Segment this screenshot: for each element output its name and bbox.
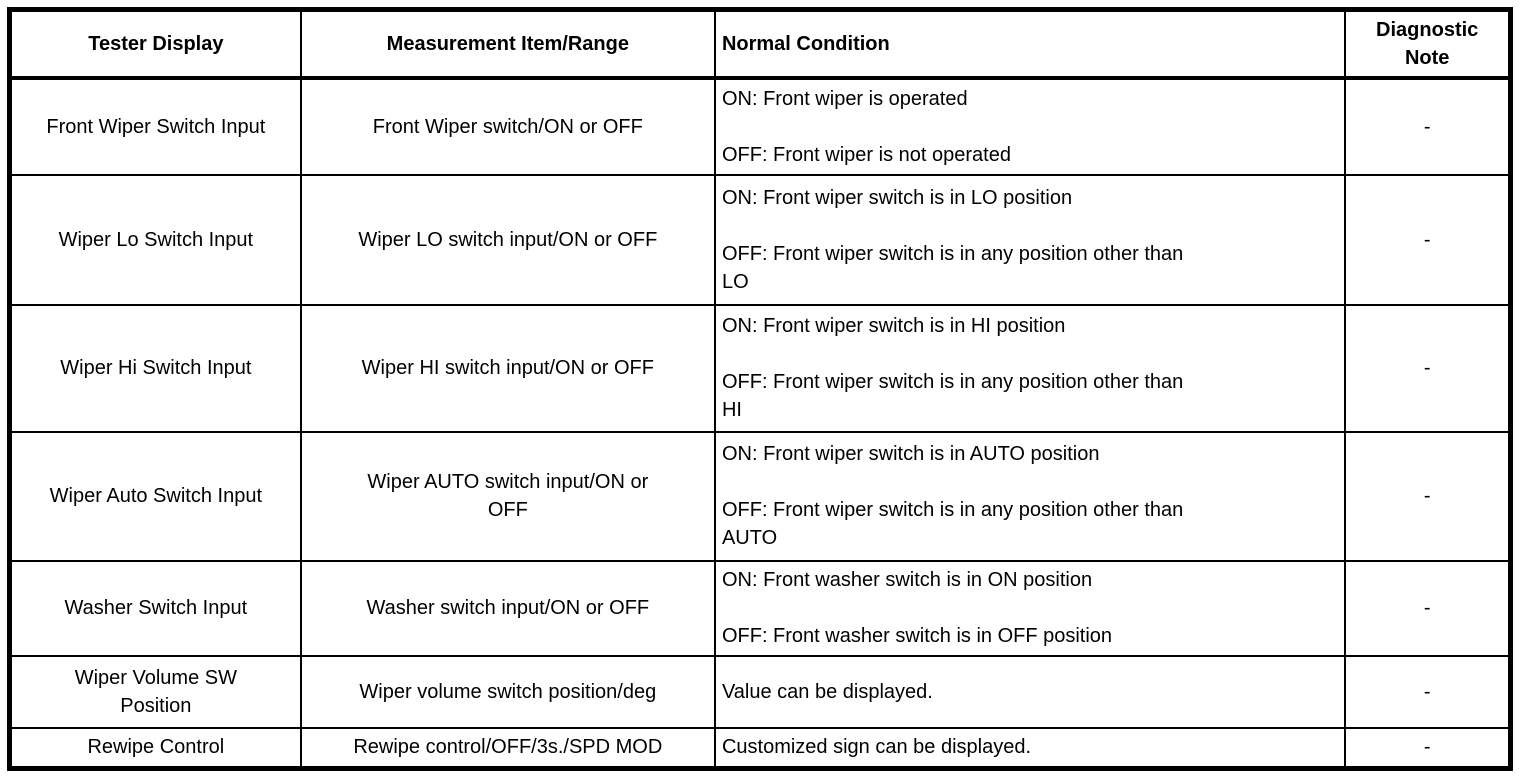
table-row-wiper-lo-switch-input: Wiper Lo Switch Input Wiper LO switch in… [8, 173, 1512, 306]
cell-diagnostic-note: - [1344, 303, 1512, 433]
cell-tester-display: Front Wiper Switch Input [8, 76, 302, 176]
table-row-rewipe-control: Rewipe Control Rewipe control/OFF/3s./SP… [8, 726, 1512, 770]
cell-tester-display: Washer Switch Input [8, 559, 302, 657]
col-header-diagnostic-note: Diagnostic Note [1344, 8, 1512, 80]
condition-line-on: ON: Front wiper switch is in LO position [721, 186, 1073, 209]
cell-tester-display: Wiper Volume SW Position [8, 654, 302, 729]
cell-normal-condition: ON: Front washer switch is in ON positio… [713, 559, 1347, 657]
cell-diagnostic-note: - [1344, 654, 1512, 729]
cell-tester-display: Wiper Lo Switch Input [8, 173, 302, 306]
table-row-wiper-volume-sw-position: Wiper Volume SW Position Wiper volume sw… [8, 654, 1512, 729]
cell-normal-condition: ON: Front wiper switch is in LO position… [713, 173, 1347, 306]
table-row-wiper-auto-switch-input: Wiper Auto Switch Input Wiper AUTO switc… [8, 430, 1512, 562]
col-header-tester-display: Tester Display [8, 8, 302, 80]
condition-line-off: OFF: Front wiper switch is in any positi… [721, 499, 1184, 549]
condition-line-on: ON: Front wiper is operated [721, 87, 968, 110]
cell-measurement: Wiper AUTO switch input/ON or OFF [299, 430, 716, 562]
condition-line-off: OFF: Front wiper is not operated [721, 143, 1011, 166]
condition-line-off: OFF: Front wiper switch is in any positi… [721, 242, 1184, 293]
diagnostic-data-table: Tester Display Measurement Item/Range No… [7, 7, 1513, 771]
condition-line-on: ON: Front wiper switch is in HI position [721, 315, 1066, 337]
col-header-measurement-item-range: Measurement Item/Range [299, 8, 716, 80]
cell-diagnostic-note: - [1344, 726, 1512, 770]
cell-normal-condition: Value can be displayed. [713, 654, 1347, 729]
cell-tester-display: Wiper Auto Switch Input [8, 430, 302, 562]
cell-normal-condition: ON: Front wiper switch is in HI position… [713, 303, 1347, 433]
cell-diagnostic-note: - [1344, 559, 1512, 657]
condition-line: Customized sign can be displayed. [721, 736, 1032, 759]
cell-measurement: Front Wiper switch/ON or OFF [299, 76, 716, 176]
cell-measurement: Wiper LO switch input/ON or OFF [299, 173, 716, 306]
cell-diagnostic-note: - [1344, 173, 1512, 306]
cell-tester-display: Wiper Hi Switch Input [8, 303, 302, 433]
table-row-wiper-hi-switch-input: Wiper Hi Switch Input Wiper HI switch in… [8, 303, 1512, 433]
cell-diagnostic-note: - [1344, 76, 1512, 176]
condition-line-on: ON: Front wiper switch is in AUTO positi… [721, 443, 1100, 465]
cell-diagnostic-note: - [1344, 430, 1512, 562]
cell-tester-display: Rewipe Control [8, 726, 302, 770]
cell-measurement: Wiper HI switch input/ON or OFF [299, 303, 716, 433]
cell-measurement: Washer switch input/ON or OFF [299, 559, 716, 657]
table-header-row: Tester Display Measurement Item/Range No… [8, 8, 1512, 80]
cell-normal-condition: ON: Front wiper switch is in AUTO positi… [713, 430, 1347, 562]
col-header-normal-condition: Normal Condition [713, 8, 1347, 80]
table-row-washer-switch-input: Washer Switch Input Washer switch input/… [8, 559, 1512, 657]
cell-measurement: Wiper volume switch position/deg [299, 654, 716, 729]
cell-normal-condition: Customized sign can be displayed. [713, 726, 1347, 770]
table-row-front-wiper-switch-input: Front Wiper Switch Input Front Wiper swi… [8, 76, 1512, 176]
condition-line-on: ON: Front washer switch is in ON positio… [721, 569, 1093, 591]
cell-normal-condition: ON: Front wiper is operated OFF: Front w… [713, 76, 1347, 176]
condition-line-off: OFF: Front washer switch is in OFF posit… [721, 625, 1113, 647]
condition-line-off: OFF: Front wiper switch is in any positi… [721, 371, 1184, 421]
cell-measurement: Rewipe control/OFF/3s./SPD MOD [299, 726, 716, 770]
condition-line: Value can be displayed. [721, 680, 933, 703]
